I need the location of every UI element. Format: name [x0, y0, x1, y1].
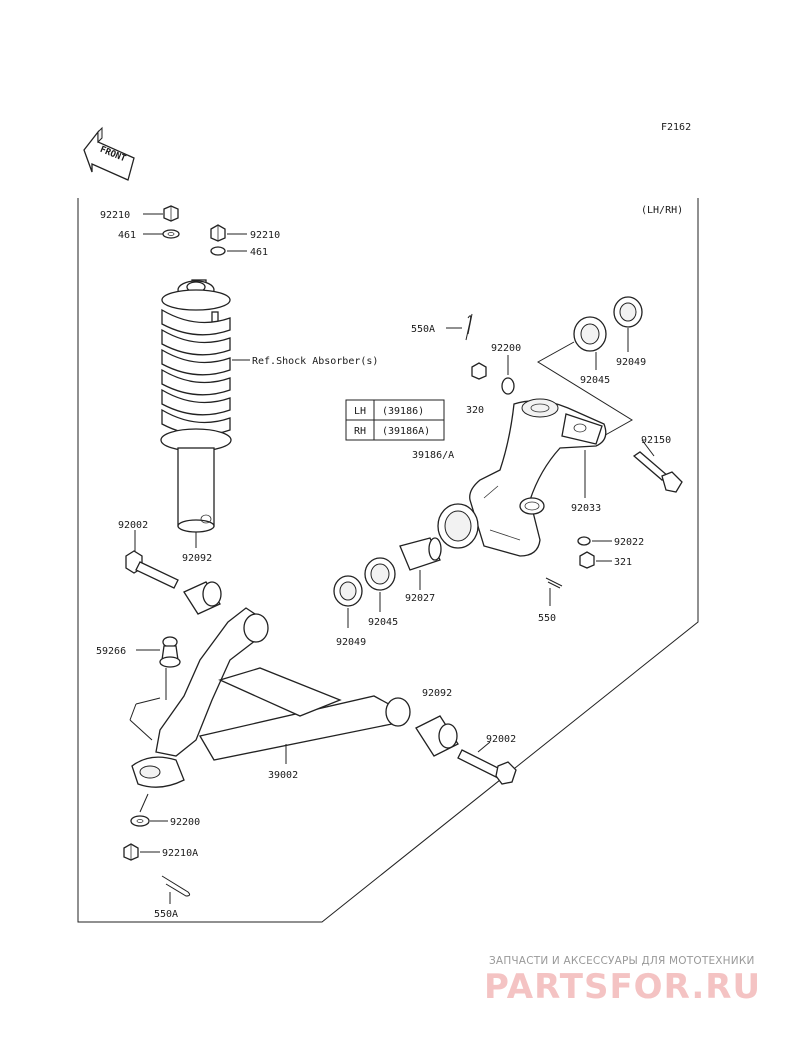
nut-92210A — [123, 843, 139, 861]
callout-92045-bottom: 92045 — [368, 617, 398, 628]
a-arm-39002 — [129, 607, 411, 788]
side-table-rh: RH — [354, 426, 366, 437]
callout-461-a: 461 — [118, 230, 136, 241]
callout-59266: 59266 — [96, 646, 126, 657]
callout-92022: 92022 — [614, 537, 644, 548]
callout-92033: 92033 — [571, 503, 601, 514]
nut-92210-left — [163, 205, 179, 222]
callout-92045-top: 92045 — [580, 375, 610, 386]
callout-92002-top: 92002 — [118, 520, 148, 531]
side-table: LH (39186) RH (39186A) — [345, 399, 445, 441]
washer-92200-top — [501, 377, 515, 395]
callout-92049-bottom: 92049 — [336, 637, 366, 648]
spacer-92027 — [399, 537, 442, 571]
seal-92049-bottom — [333, 575, 363, 607]
washer-461-left — [162, 229, 180, 239]
callout-92002-bottom: 92002 — [486, 734, 516, 745]
shock-absorber — [160, 279, 232, 533]
ball-joint-59266 — [159, 636, 181, 668]
watermark-tagline: ЗАПЧАСТИ И АКСЕССУАРЫ ДЛЯ МОТОТЕХНИКИ — [489, 955, 755, 967]
side-table-rh-part: (39186A) — [382, 426, 430, 437]
callout-39002: 39002 — [268, 770, 298, 781]
bushing-upper — [183, 581, 222, 615]
callout-92027: 92027 — [405, 593, 435, 604]
callout-92210-a: 92210 — [100, 210, 130, 221]
washer-92200-bottom — [130, 815, 150, 827]
cotter-pin-550A-bottom — [161, 875, 191, 897]
cotter-pin-550A-top — [465, 313, 473, 341]
callout-461-b: 461 — [250, 247, 268, 258]
steering-knuckle — [437, 398, 607, 557]
watermark-logo: PARTSFOR.RU — [484, 967, 761, 1007]
nut-321 — [579, 551, 595, 569]
front-arrow-icon: FRONT — [83, 126, 135, 181]
callout-92092-bottom: 92092 — [422, 688, 452, 699]
callout-39186A: 39186/A — [412, 450, 454, 461]
bearing-92045-top — [573, 316, 607, 352]
callout-320: 320 — [466, 405, 484, 416]
callout-92200-bottom: 92200 — [170, 817, 200, 828]
nut-321-top — [471, 362, 487, 380]
callout-550A-bottom: 550A — [154, 909, 178, 920]
diagram-frame — [77, 198, 699, 923]
figure-code: F2162 — [661, 122, 691, 133]
side-table-lh: LH — [354, 406, 366, 417]
callout-92210-b: 92210 — [250, 230, 280, 241]
washer-461-right — [210, 246, 226, 256]
variant-label: (LH/RH) — [641, 205, 683, 216]
callout-550: 550 — [538, 613, 556, 624]
bolt-92150 — [632, 451, 683, 493]
nut-92210-right — [210, 224, 226, 242]
callout-92200-top: 92200 — [491, 343, 521, 354]
callout-92092-top: 92092 — [182, 553, 212, 564]
side-table-lh-part: (39186) — [382, 406, 424, 417]
cotter-pin-550 — [545, 577, 563, 589]
bolt-92002-top — [125, 550, 179, 589]
bearing-92045-bottom — [364, 557, 396, 591]
callout-550A-top: 550A — [411, 324, 435, 335]
seal-92049-top — [613, 296, 643, 328]
bushing-lower — [415, 715, 459, 757]
callout-321: 321 — [614, 557, 632, 568]
callout-92210A: 92210A — [162, 848, 198, 859]
ref-shock-absorber-label: Ref.Shock Absorber(s) — [252, 356, 378, 367]
washer-92022 — [577, 536, 591, 546]
bolt-92002-bottom — [457, 749, 517, 785]
callout-92150: 92150 — [641, 435, 671, 446]
callout-92049-top: 92049 — [616, 357, 646, 368]
